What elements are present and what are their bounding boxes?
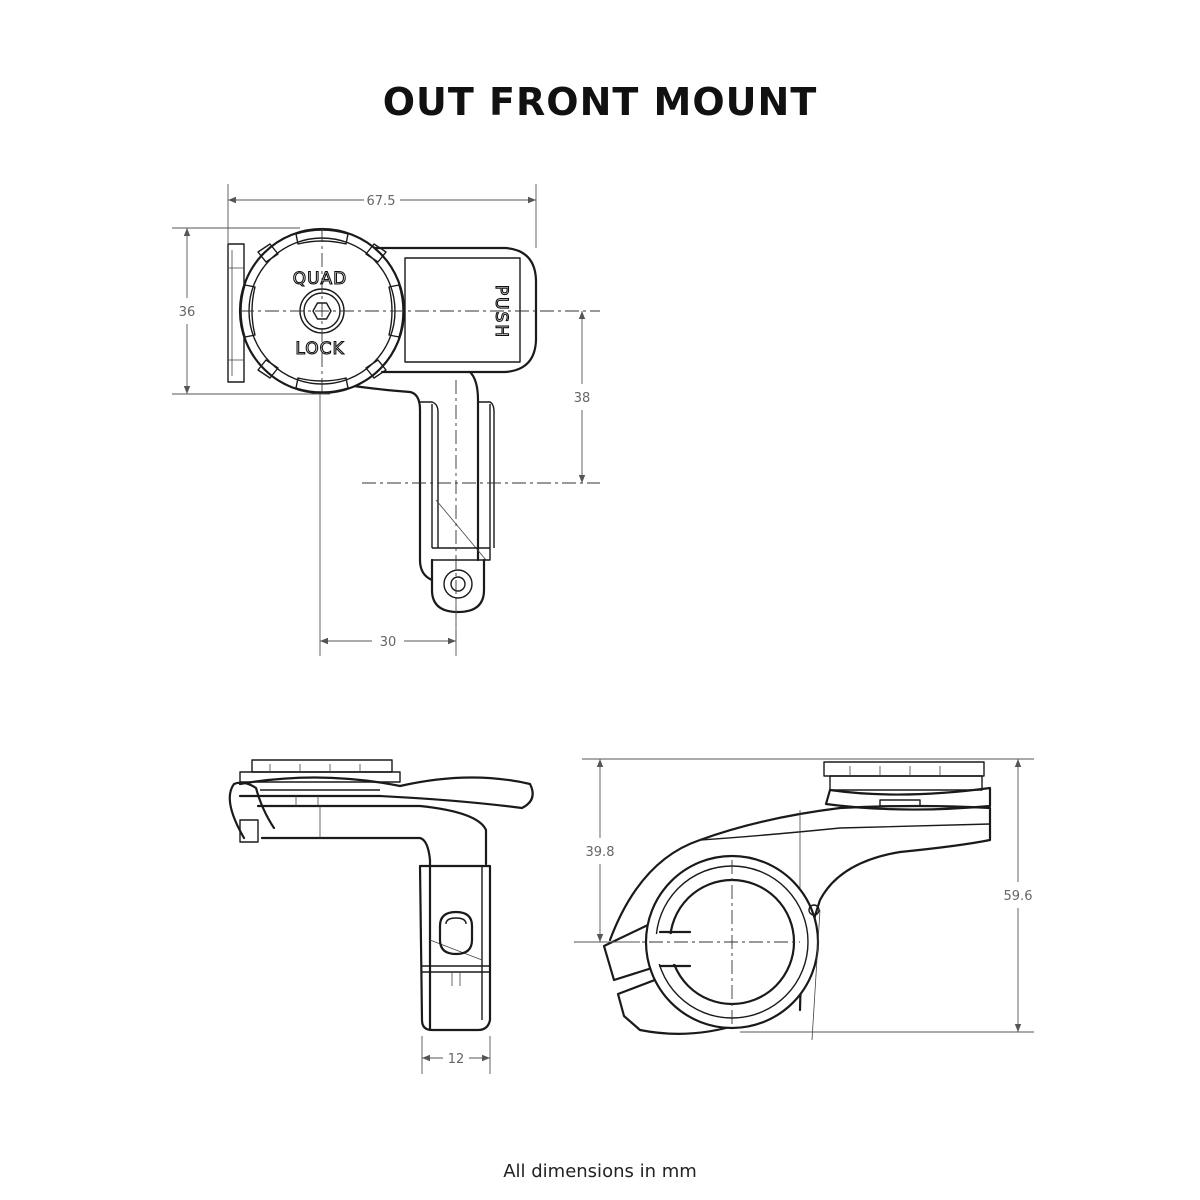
dim-width-top: 67.5 (367, 194, 396, 209)
dim-height-head: 36 (179, 305, 196, 320)
logo-quad-text: QUAD (293, 269, 348, 289)
front-view: 12 (228, 759, 534, 1074)
dim-offset-vertical: 38 (574, 391, 591, 406)
logo-lock-text: LOCK (295, 339, 344, 359)
side-view: 39.8 59.6 (574, 758, 1034, 1041)
dim-clamp-width: 12 (448, 1052, 465, 1067)
top-view: QUAD LOCK PUSH 67.5 36 38 30 (172, 184, 600, 656)
dim-height-total: 59.6 (1004, 889, 1033, 904)
dim-height-to-bar: 39.8 (586, 845, 615, 860)
units-footnote: All dimensions in mm (503, 1161, 697, 1182)
push-button-label: PUSH (491, 285, 511, 339)
page-title: OUT FRONT MOUNT (382, 80, 818, 124)
dim-offset-horizontal: 30 (380, 635, 397, 650)
